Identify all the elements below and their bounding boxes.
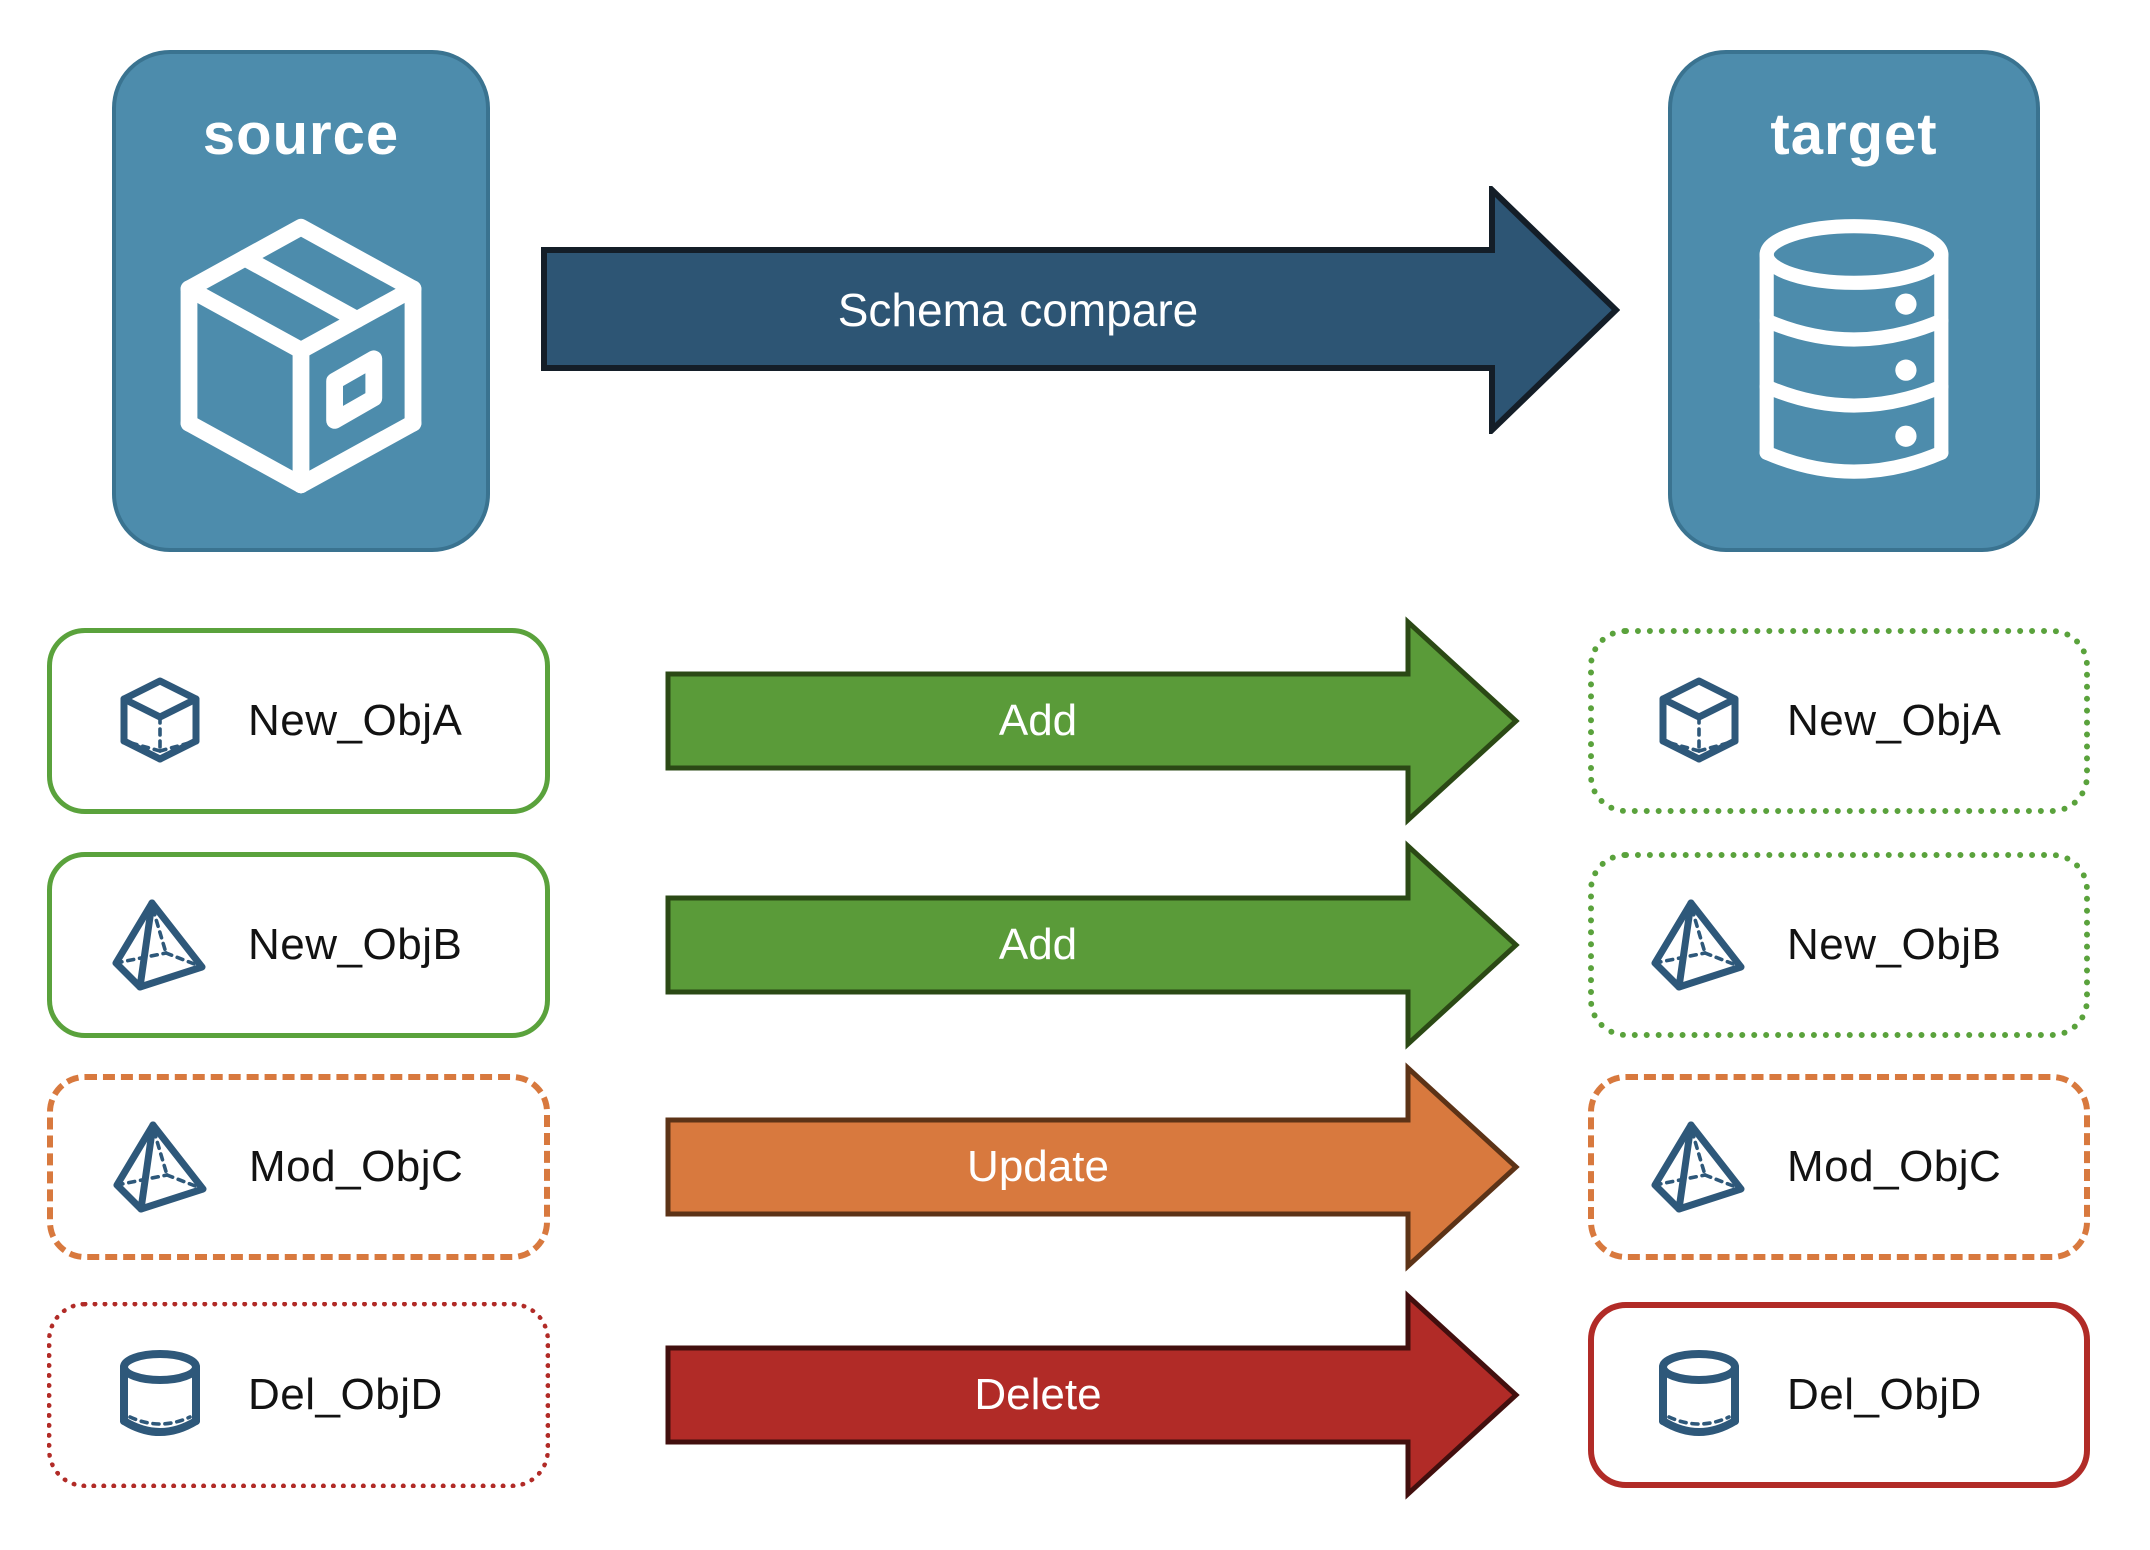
target-object-card-new-obja: New_ObjA bbox=[1588, 628, 2090, 814]
schema-compare-arrow bbox=[541, 186, 1620, 434]
source-panel: source bbox=[112, 50, 490, 552]
cube-icon bbox=[120, 677, 200, 763]
cube-icon bbox=[1659, 677, 1739, 763]
target-object-card-mod-objc: Mod_ObjC bbox=[1588, 1074, 2090, 1260]
object-label: Del_ObjD bbox=[248, 1370, 443, 1419]
source-icon-wrap bbox=[116, 164, 486, 548]
cylinder-icon bbox=[1659, 1350, 1739, 1436]
target-icon-wrap bbox=[1672, 164, 2036, 548]
package-icon bbox=[180, 218, 422, 494]
source-object-card-del-objd: Del_ObjD bbox=[47, 1302, 550, 1488]
update-arrow bbox=[665, 1062, 1520, 1272]
object-label: Mod_ObjC bbox=[1787, 1142, 2002, 1191]
pyramid-icon bbox=[1651, 899, 1745, 991]
pyramid-icon bbox=[113, 1121, 207, 1213]
add-arrow-row-1 bbox=[665, 616, 1520, 826]
cylinder-icon bbox=[120, 1350, 200, 1436]
target-object-card-new-objb: New_ObjB bbox=[1588, 852, 2090, 1038]
delete-arrow-label: Delete bbox=[974, 1370, 1102, 1419]
source-object-card-new-obja: New_ObjA bbox=[47, 628, 550, 814]
source-object-card-new-objb: New_ObjB bbox=[47, 852, 550, 1038]
schema-compare-label: Schema compare bbox=[837, 284, 1199, 336]
add-arrow-row-2 bbox=[665, 840, 1520, 1050]
source-object-card-mod-objc: Mod_ObjC bbox=[47, 1074, 550, 1260]
database-icon bbox=[1759, 219, 1949, 479]
pyramid-icon bbox=[112, 899, 206, 991]
object-label: New_ObjA bbox=[1787, 696, 2002, 745]
source-title: source bbox=[202, 102, 400, 167]
object-label: Mod_ObjC bbox=[249, 1142, 464, 1191]
object-label: New_ObjA bbox=[248, 696, 463, 745]
delete-arrow bbox=[665, 1290, 1520, 1500]
object-label: New_ObjB bbox=[1787, 920, 2002, 969]
object-label: New_ObjB bbox=[248, 920, 463, 969]
pyramid-icon bbox=[1651, 1121, 1745, 1213]
target-title: target bbox=[1770, 102, 1938, 167]
add-arrow-label: Add bbox=[998, 920, 1078, 969]
add-arrow-label: Add bbox=[998, 696, 1078, 745]
object-label: Del_ObjD bbox=[1787, 1370, 1982, 1419]
update-arrow-label: Update bbox=[967, 1142, 1109, 1191]
target-object-card-del-objd: Del_ObjD bbox=[1588, 1302, 2090, 1488]
target-panel: target bbox=[1668, 50, 2040, 552]
